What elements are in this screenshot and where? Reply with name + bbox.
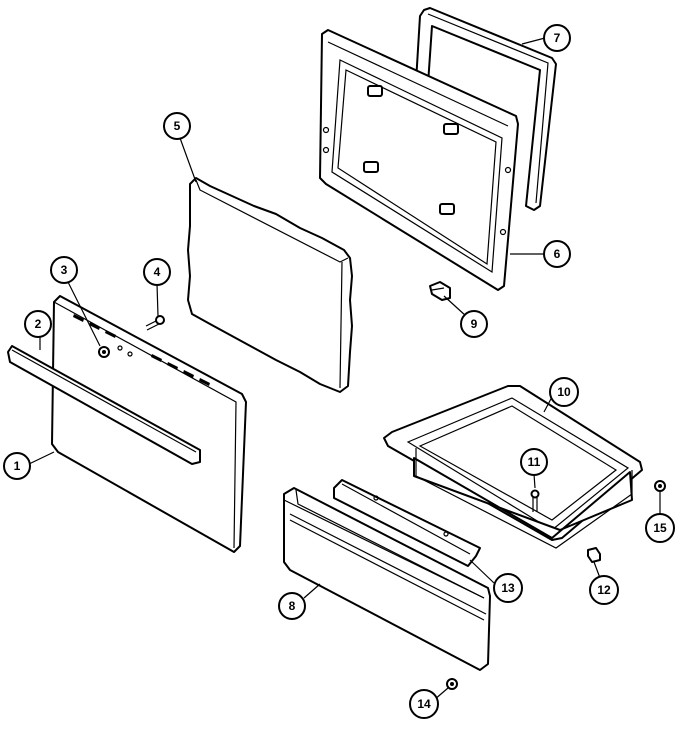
- callout-label-10: 10: [557, 385, 571, 399]
- callout-label-13: 13: [501, 581, 515, 595]
- leader-line-4: [156, 283, 159, 317]
- callout-13: 13: [493, 573, 523, 603]
- callout-label-4: 4: [154, 265, 161, 279]
- leader-line-1: [28, 451, 55, 465]
- leader-line-9: [443, 295, 467, 317]
- leader-line-8: [303, 583, 321, 599]
- leader-line-12: [593, 561, 601, 579]
- callout-1: 1: [3, 452, 31, 480]
- storage-drawer-part: [383, 385, 643, 549]
- leader-line-5: [179, 137, 197, 183]
- callout-label-12: 12: [597, 583, 611, 597]
- callout-label-15: 15: [653, 521, 667, 535]
- callout-11: 11: [520, 448, 548, 476]
- drawer-stop-part: [446, 678, 458, 690]
- callout-label-8: 8: [289, 599, 296, 613]
- callout-label-1: 1: [14, 459, 21, 473]
- callout-9: 9: [460, 310, 488, 338]
- inner-door-panel-part: [319, 29, 519, 291]
- callout-label-7: 7: [554, 31, 561, 45]
- drawer-bracket-part: [333, 479, 481, 567]
- callout-label-3: 3: [61, 263, 68, 277]
- callout-label-9: 9: [471, 317, 478, 331]
- callout-8: 8: [278, 592, 306, 620]
- callout-6: 6: [543, 240, 571, 268]
- nut-part: [98, 346, 110, 358]
- leader-line-7: [521, 37, 546, 45]
- callout-15: 15: [645, 513, 675, 543]
- callout-14: 14: [409, 689, 439, 719]
- drawer-screw-part: [530, 489, 540, 512]
- callout-10: 10: [549, 377, 579, 407]
- screw-part: [145, 315, 165, 331]
- callout-3: 3: [50, 256, 78, 284]
- leader-line-3: [67, 281, 101, 347]
- callout-12: 12: [589, 575, 619, 605]
- insulation-pad-part: [187, 177, 353, 393]
- glide-part: [654, 480, 666, 492]
- callout-label-5: 5: [174, 119, 181, 133]
- callout-label-2: 2: [35, 317, 42, 331]
- leader-line-13: [469, 559, 495, 584]
- callout-2: 2: [24, 310, 52, 338]
- callout-label-14: 14: [417, 697, 431, 711]
- leader-line-11: [533, 473, 536, 489]
- callout-7: 7: [543, 24, 571, 52]
- door-handle-part: [7, 345, 201, 465]
- callout-5: 5: [163, 112, 191, 140]
- callout-4: 4: [143, 258, 171, 286]
- callout-label-6: 6: [554, 247, 561, 261]
- callout-label-11: 11: [528, 455, 541, 469]
- stop-clip-part: [587, 547, 601, 563]
- drawer-front-part: [283, 487, 491, 671]
- clip-part: [429, 281, 451, 301]
